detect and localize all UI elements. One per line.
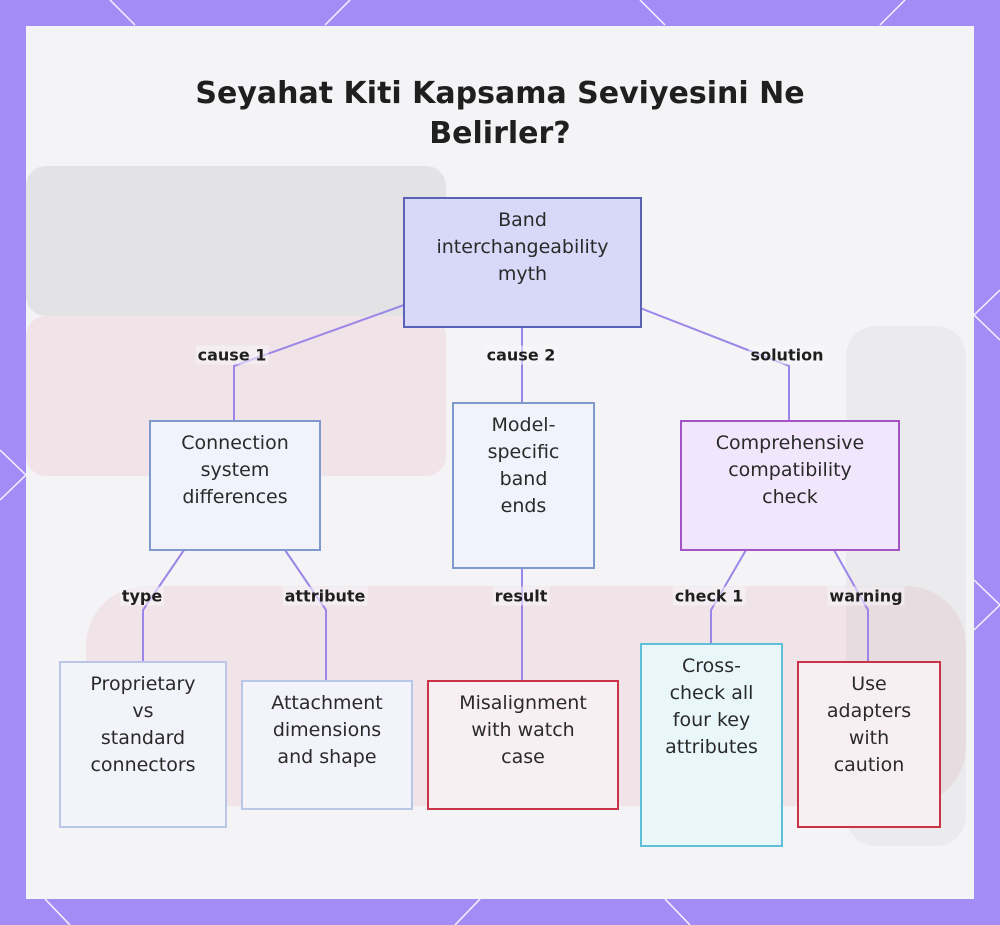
node-line: attributes [665, 736, 758, 758]
node-line: band [499, 468, 548, 490]
node-comprehensive-compatibility-check: Comprehensive compatibility check [680, 420, 900, 551]
node-model-specific-band-ends: Model- specific band ends [452, 402, 595, 569]
node-use-adapters-with-caution: Use adapters with caution [797, 661, 941, 828]
edge-cause-1 [233, 304, 405, 420]
edge-label-check-1: check 1 [672, 586, 746, 606]
node-line: ends [500, 495, 547, 517]
edge-label-cause-1: cause 1 [195, 345, 269, 365]
node-connection-system-differences: Connection system differences [149, 420, 321, 551]
node-line: differences [182, 486, 288, 508]
node-line: myth [497, 263, 548, 285]
node-cross-check-all-four-key-attributes: Cross- check all four key attributes [640, 643, 783, 847]
node-line: dimensions [272, 719, 382, 741]
title-line-1: Seyahat Kiti Kapsama Seviyesini Ne [195, 76, 805, 111]
edge-warning [833, 549, 869, 661]
edge-check-1 [710, 549, 747, 643]
node-line: connectors [90, 754, 196, 776]
edge-attribute [284, 549, 327, 680]
node-line: standard [100, 727, 186, 749]
edge-label-attribute: attribute [282, 586, 368, 606]
node-line: and shape [277, 746, 377, 768]
edge-label-result: result [492, 586, 550, 606]
edge-label-solution: solution [748, 345, 826, 365]
node-line: with watch [471, 719, 575, 741]
node-line: adapters [826, 700, 912, 722]
node-misalignment-with-watch-case: Misalignment with watch case [427, 680, 619, 810]
node-line: Cross- [682, 655, 741, 677]
node-line: specific [487, 441, 560, 463]
node-line: with [848, 727, 890, 749]
title-line-2: Belirler? [429, 116, 571, 151]
diagram-title: Seyahat Kiti Kapsama Seviyesini Ne Belir… [26, 74, 974, 154]
node-line: compatibility [728, 459, 852, 481]
node-line: system [200, 459, 270, 481]
edge-label-type: type [119, 586, 165, 606]
edge-label-cause-2: cause 2 [484, 345, 558, 365]
node-line: Proprietary [90, 673, 196, 695]
node-proprietary-vs-standard-connectors: Proprietary vs standard connectors [59, 661, 227, 828]
node-line: Band [498, 209, 547, 231]
node-line: Attachment [271, 692, 383, 714]
node-line: Connection [181, 432, 289, 454]
node-line: case [501, 746, 545, 768]
edge-label-warning: warning [827, 586, 905, 606]
node-line: four key [672, 709, 751, 731]
edge-type [142, 549, 185, 661]
node-line: Misalignment [459, 692, 587, 714]
node-line: vs [132, 700, 154, 722]
edge-solution [639, 307, 790, 420]
node-line: check [762, 486, 818, 508]
node-line: Model- [491, 414, 556, 436]
node-line: check all [669, 682, 754, 704]
node-line: Comprehensive [715, 432, 865, 454]
node-band-interchangeability-myth: Band interchangeability myth [403, 197, 642, 328]
node-attachment-dimensions-and-shape: Attachment dimensions and shape [241, 680, 413, 810]
node-line: interchangeability [436, 236, 609, 258]
node-line: caution [833, 754, 905, 776]
node-line: Use [851, 673, 887, 695]
